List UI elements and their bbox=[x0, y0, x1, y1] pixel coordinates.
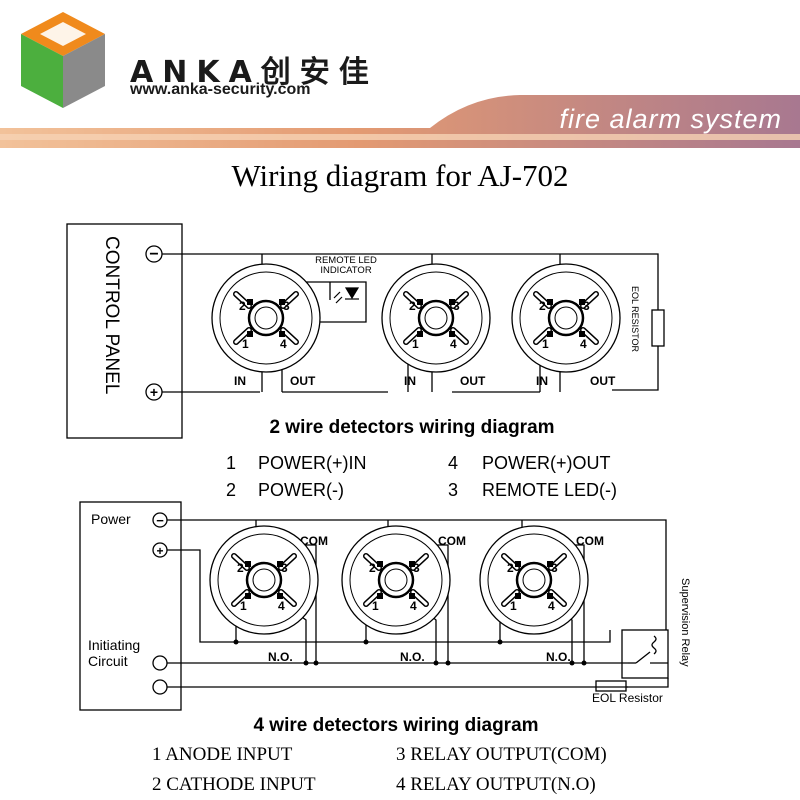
panel-minus-sign: − bbox=[149, 246, 158, 263]
in-label: IN bbox=[536, 374, 548, 388]
initiating-label-line2: Circuit bbox=[88, 653, 128, 669]
com-label: COM bbox=[300, 534, 328, 548]
terminal-number: 2 bbox=[409, 299, 416, 313]
terminal-number: 2 bbox=[239, 299, 246, 313]
detector-base: 2 3 1 4 bbox=[209, 525, 319, 635]
terminal-number: 1 bbox=[242, 337, 249, 351]
legend-text: REMOTE LED(-) bbox=[482, 480, 617, 500]
brand-website: www.anka-security.com bbox=[130, 81, 311, 98]
terminal-number: 3 bbox=[551, 561, 558, 575]
terminal-number: 1 bbox=[510, 599, 517, 613]
remote-led-label-line1: REMOTE LED bbox=[315, 255, 377, 266]
terminal-number: 3 bbox=[583, 299, 590, 313]
eol-resistor-label-4wire: EOL Resistor bbox=[592, 691, 663, 705]
terminal-number: 2 bbox=[507, 561, 514, 575]
terminal-number: 3 bbox=[281, 561, 288, 575]
terminal-number: 2 bbox=[539, 299, 546, 313]
no-label: N.O. bbox=[400, 650, 425, 664]
terminal-number: 4 bbox=[410, 599, 417, 613]
terminal-number: 1 bbox=[240, 599, 247, 613]
panel-plus-sign: + bbox=[150, 384, 158, 400]
detector-base: 2 3 1 4 bbox=[211, 263, 321, 373]
legend-item: 4 RELAY OUTPUT(N.O) bbox=[396, 774, 596, 795]
four-wire-caption: 4 wire detectors wiring diagram bbox=[253, 715, 538, 736]
legend-num: 4 bbox=[448, 453, 458, 473]
detector-base: 2 3 1 4 bbox=[511, 263, 621, 373]
terminal-number: 3 bbox=[453, 299, 460, 313]
legend-item: 2 CATHODE INPUT bbox=[152, 774, 316, 795]
legend-item: 3 RELAY OUTPUT(COM) bbox=[396, 744, 607, 765]
com-label: COM bbox=[576, 534, 604, 548]
remote-led-icon bbox=[333, 287, 360, 304]
legend-text: POWER(+)OUT bbox=[482, 453, 611, 473]
no-label: N.O. bbox=[268, 650, 293, 664]
out-label: OUT bbox=[460, 374, 486, 388]
terminal-number: 1 bbox=[372, 599, 379, 613]
control-panel-box bbox=[66, 223, 183, 439]
legend-num: 2 bbox=[226, 480, 236, 500]
logo-cube-icon bbox=[21, 12, 105, 108]
supervision-relay-label: Supervision Relay bbox=[679, 578, 691, 667]
detector-base: 2 3 1 4 bbox=[341, 525, 451, 635]
terminal-number: 3 bbox=[283, 299, 290, 313]
terminal-number: 3 bbox=[413, 561, 420, 575]
power-supply-box bbox=[79, 501, 182, 711]
terminal-number: 4 bbox=[580, 337, 587, 351]
detector-base: 2 3 1 4 bbox=[381, 263, 491, 373]
two-wire-caption: 2 wire detectors wiring diagram bbox=[269, 417, 554, 438]
supervision-relay-box bbox=[621, 629, 669, 679]
eol-resistor-label: EOL RESISTOR bbox=[630, 286, 640, 353]
brand-logo-text: ANKA创安佳 bbox=[130, 55, 378, 90]
power-plus-sign: + bbox=[156, 544, 163, 558]
terminal-number: 4 bbox=[278, 599, 285, 613]
terminal-number: 1 bbox=[542, 337, 549, 351]
no-label: N.O. bbox=[546, 650, 571, 664]
terminal-number: 1 bbox=[412, 337, 419, 351]
terminal-number: 4 bbox=[450, 337, 457, 351]
out-label: OUT bbox=[290, 374, 316, 388]
control-panel-label: CONTROL PANEL bbox=[101, 236, 122, 394]
terminal-number: 2 bbox=[369, 561, 376, 575]
out-label: OUT bbox=[590, 374, 616, 388]
terminal-number: 4 bbox=[548, 599, 555, 613]
in-label: IN bbox=[404, 374, 416, 388]
legend-text: POWER(+)IN bbox=[258, 453, 367, 473]
legend-text: POWER(-) bbox=[258, 480, 344, 500]
power-label: Power bbox=[91, 511, 131, 527]
terminal-number: 4 bbox=[280, 337, 287, 351]
legend-item: 1 ANODE INPUT bbox=[152, 744, 293, 765]
power-minus-sign: − bbox=[156, 513, 164, 528]
initiating-label-line1: Initiating bbox=[88, 637, 140, 653]
page-title: Wiring diagram for AJ-702 bbox=[231, 158, 569, 193]
in-label: IN bbox=[234, 374, 246, 388]
terminal-number: 2 bbox=[237, 561, 244, 575]
eol-resistor-4wire bbox=[595, 680, 627, 692]
com-label: COM bbox=[438, 534, 466, 548]
banner-text: fire alarm system bbox=[559, 104, 782, 134]
legend-num: 3 bbox=[448, 480, 458, 500]
legend-num: 1 bbox=[226, 453, 236, 473]
detector-base: 2 3 1 4 bbox=[479, 525, 589, 635]
header-graphics bbox=[0, 12, 800, 148]
remote-led-label-line2: INDICATOR bbox=[320, 265, 372, 276]
